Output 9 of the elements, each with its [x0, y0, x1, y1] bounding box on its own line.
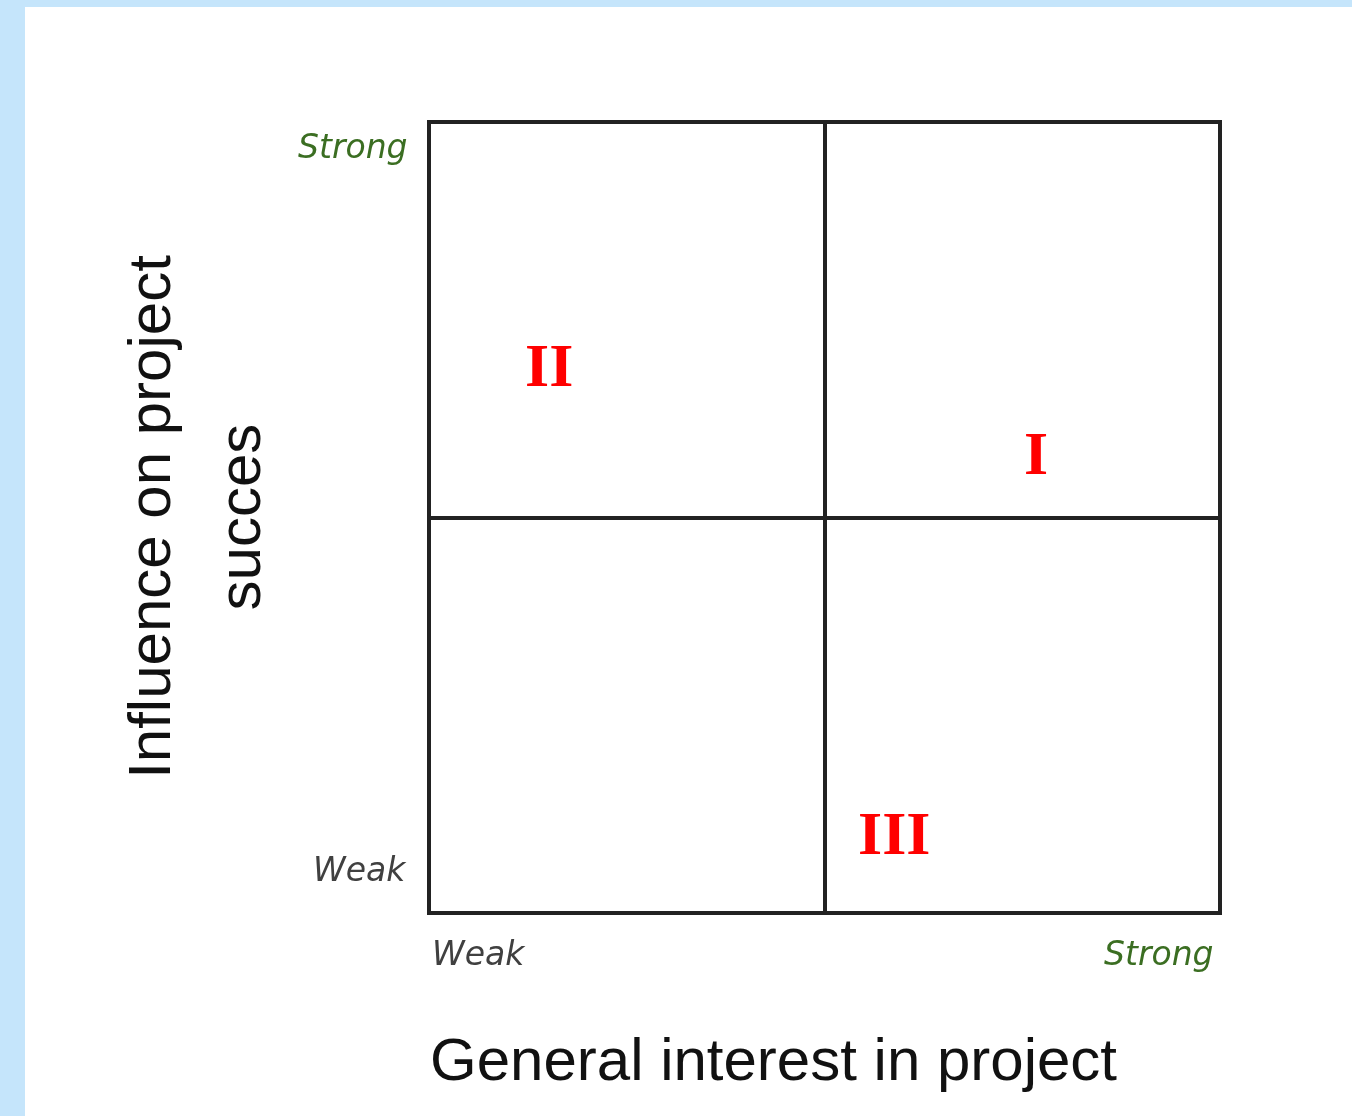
axis-level-label: Strong: [1104, 937, 1214, 970]
axis-title: General interest in project: [430, 1030, 1117, 1090]
quadrant-number: III: [858, 802, 931, 864]
axis-level-label: Weak: [313, 853, 406, 886]
axis-title: Influence on project succes: [115, 254, 274, 781]
axis-level-label: Strong: [298, 130, 408, 163]
axis-level-label: Weak: [432, 937, 525, 970]
quadrant-number: II: [525, 334, 574, 396]
quadrant-number: I: [1024, 422, 1049, 484]
